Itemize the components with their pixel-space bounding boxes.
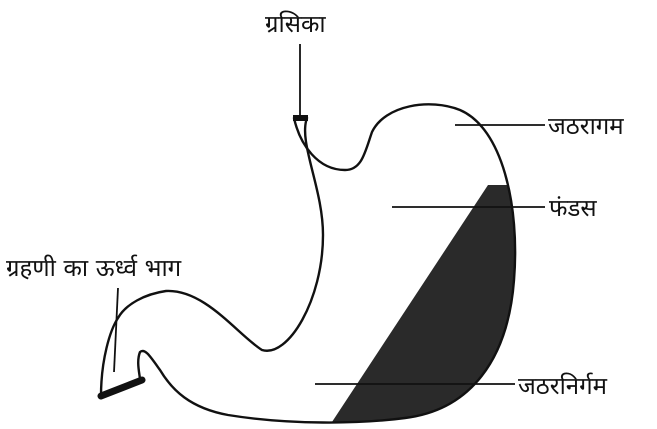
- esophagus-label: ग्रसिका: [265, 10, 326, 38]
- fundus-label: फंडस: [549, 194, 597, 222]
- shaded-stomach-region: [330, 185, 540, 425]
- duodenum-upper-label: ग्रहणी का ऊर्ध्व भाग: [6, 254, 182, 282]
- pylorus-label: जठरनिर्गम: [518, 372, 608, 400]
- duodenum-opening: [101, 380, 142, 396]
- cardia-label: जठरागम: [548, 112, 624, 140]
- duodenum-leader: [114, 288, 118, 372]
